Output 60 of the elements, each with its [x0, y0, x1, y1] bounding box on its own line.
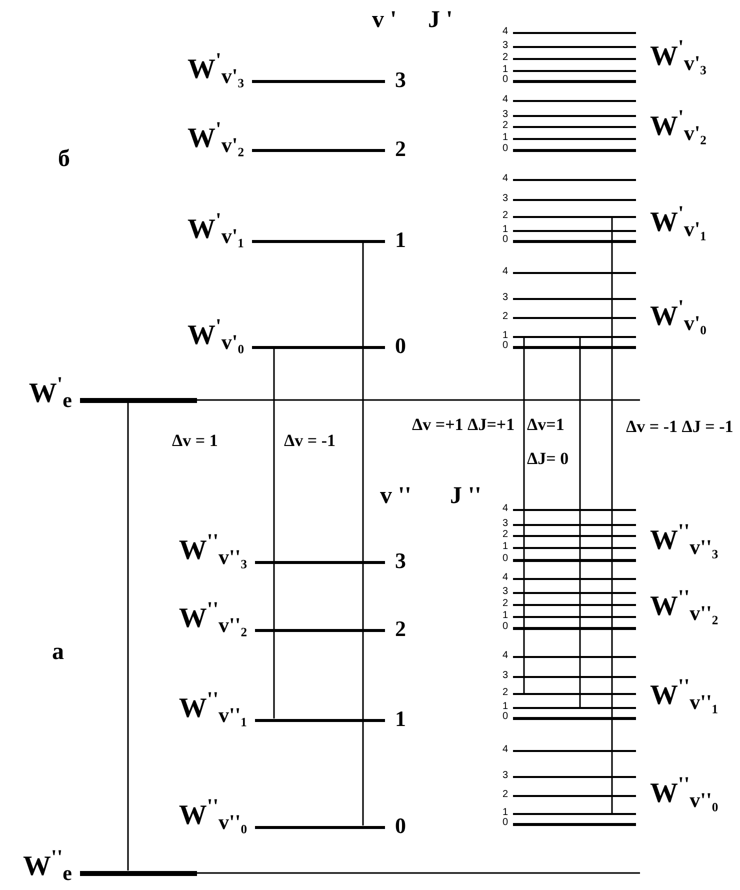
rotational-number: 4: [502, 651, 508, 662]
rotational-number: 1: [502, 808, 508, 818]
rotational-number: 2: [502, 53, 508, 64]
rotational-number: 0: [502, 712, 508, 722]
transition-line: [127, 402, 129, 870]
rotational-number: 4: [502, 267, 508, 278]
rotational-number: 2: [502, 211, 508, 222]
axis-label: J '': [450, 482, 482, 510]
axis-label: J ': [428, 6, 453, 34]
rotational-number: 3: [502, 41, 508, 52]
level-number: 3: [395, 66, 406, 92]
rotational-number: 1: [502, 225, 508, 236]
axis-label: v '': [380, 482, 412, 510]
axis-label: а: [52, 638, 64, 666]
rotational-number: 3: [502, 194, 508, 204]
transition-line: [611, 218, 613, 814]
rotational-number: 4: [502, 745, 508, 756]
rotational-number: 4: [502, 95, 508, 106]
rotational-number: 3: [502, 587, 508, 598]
transition-line: [523, 338, 525, 694]
rotational-number: 1: [502, 133, 508, 144]
rotational-number: 0: [502, 74, 508, 84]
axis-label: v ': [372, 6, 397, 34]
transition-line: [579, 338, 581, 708]
rotational-number: 3: [502, 671, 508, 682]
level-number: 3: [395, 548, 406, 574]
rotational-number: 1: [502, 65, 508, 76]
level-number: 1: [395, 706, 406, 732]
rotational-number: 1: [502, 331, 508, 342]
rotational-number: 3: [502, 110, 508, 120]
rotational-number: 2: [502, 688, 508, 698]
level-number: 0: [395, 812, 406, 838]
axis-label: б: [58, 145, 70, 173]
rotational-number: 0: [502, 340, 508, 350]
level-number: 2: [395, 616, 406, 642]
rotational-number: 0: [502, 818, 508, 828]
level-number: 0: [395, 332, 406, 358]
rotational-number: 1: [502, 702, 508, 712]
rotational-number: 4: [502, 504, 508, 514]
rotational-number: 3: [502, 293, 508, 304]
rotational-number: 4: [502, 573, 508, 584]
rotational-number: 2: [502, 312, 508, 322]
transition-line: [273, 348, 275, 718]
rotational-number: 3: [502, 519, 508, 530]
rotational-number: 2: [502, 790, 508, 800]
transition-line: [362, 242, 364, 826]
rotational-number: 0: [502, 234, 508, 244]
level-number: 2: [395, 136, 406, 162]
rotational-number: 4: [502, 27, 508, 38]
rotational-number: 2: [502, 530, 508, 540]
level-number: 1: [395, 226, 406, 252]
rotational-number: 0: [502, 554, 508, 564]
rotational-number: 3: [502, 771, 508, 782]
rotational-number: 1: [502, 542, 508, 552]
rotational-number: 2: [502, 599, 508, 610]
rotational-number: 1: [502, 611, 508, 622]
rotational-number: 0: [502, 144, 508, 154]
rotational-number: 0: [502, 622, 508, 632]
rotational-number: 2: [502, 121, 508, 132]
rotational-number: 4: [502, 174, 508, 184]
